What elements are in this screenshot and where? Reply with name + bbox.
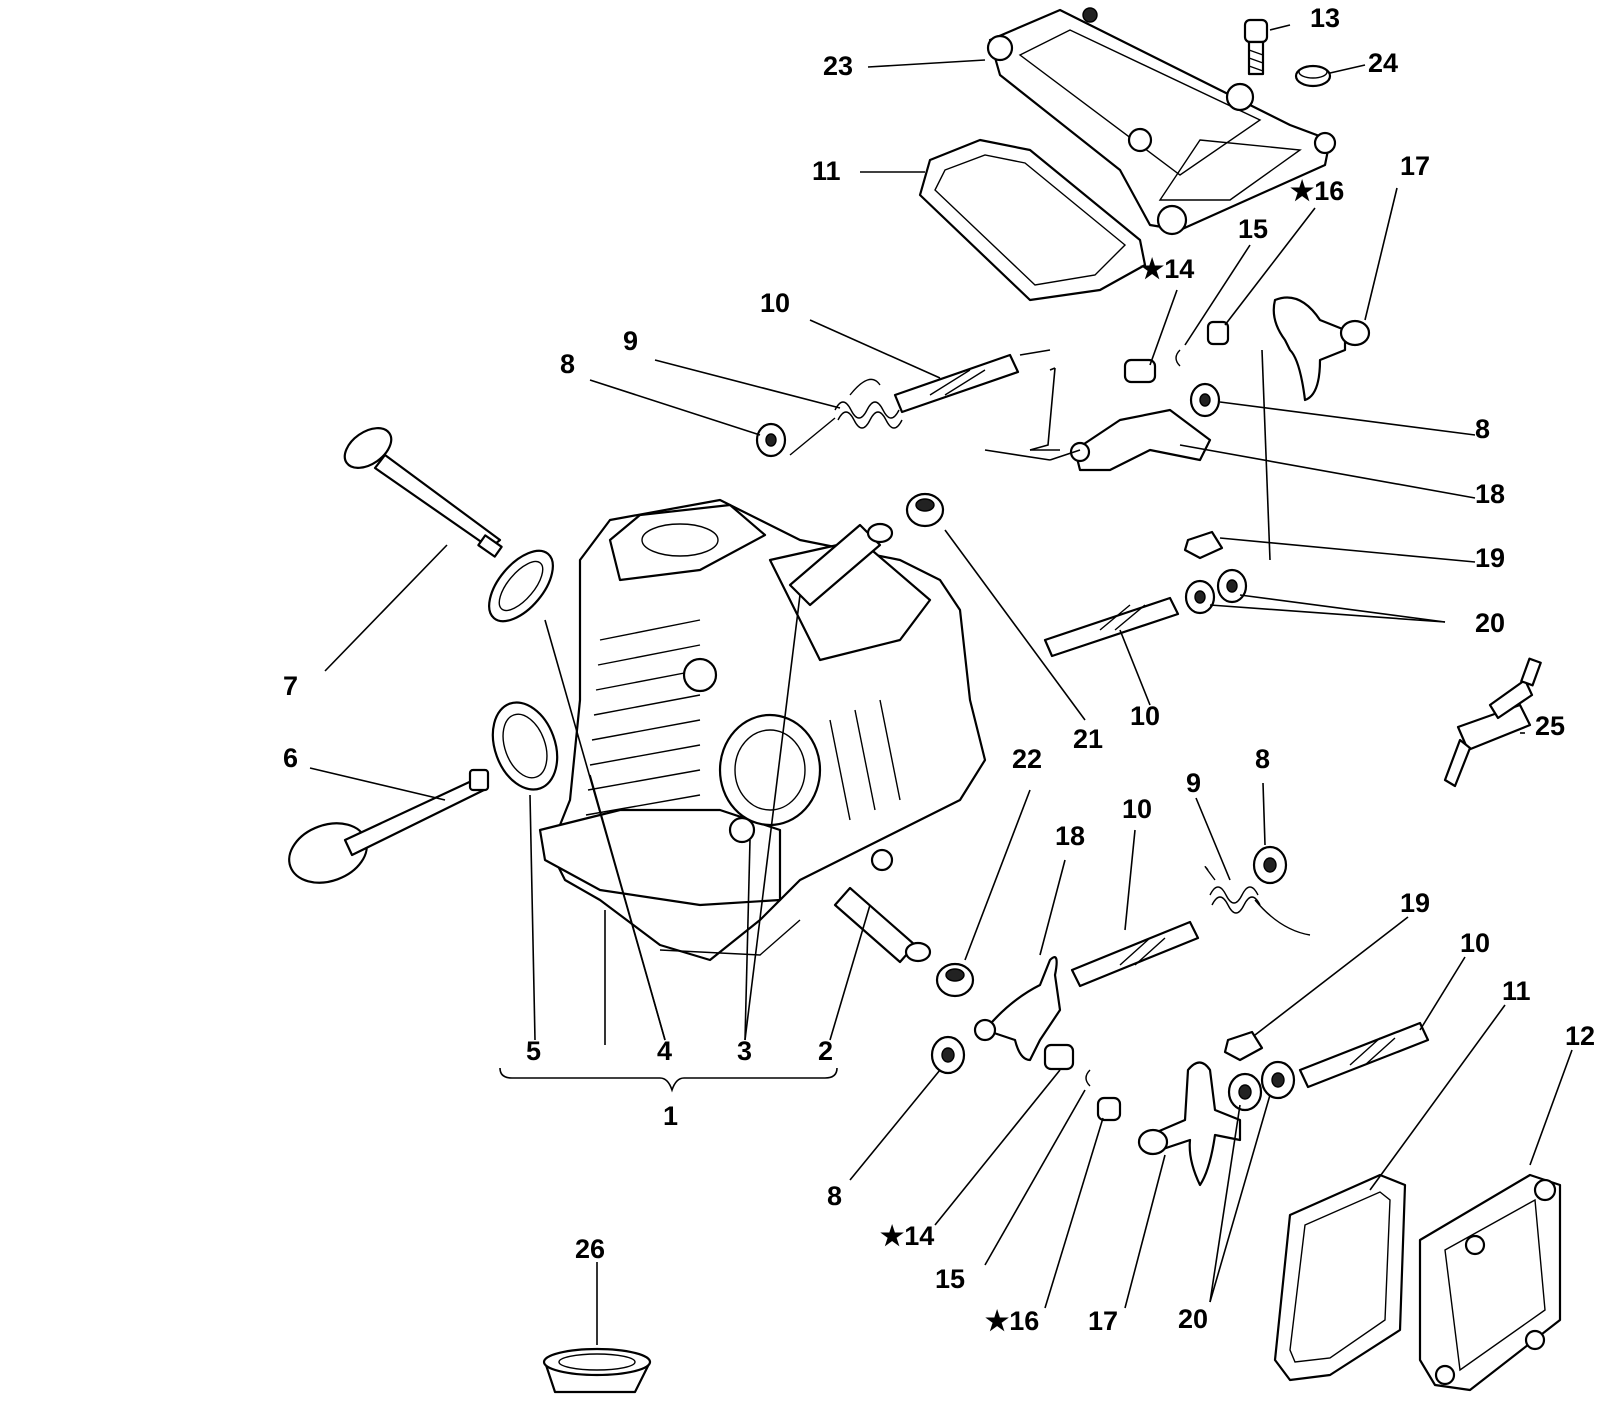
callout-1: 1 <box>663 1101 678 1131</box>
callout-5: 5 <box>526 1036 541 1066</box>
pin-16-upper <box>1206 320 1230 346</box>
valve-cover-top <box>986 7 1337 236</box>
callout-9-upper: 9 <box>623 326 638 356</box>
callout-8-lower-left: 8 <box>827 1181 842 1211</box>
cap-21 <box>905 492 945 528</box>
cap-22 <box>935 962 975 998</box>
callout-18-upper: 18 <box>1475 479 1505 509</box>
valve-lower <box>288 768 490 884</box>
callout-23: 23 <box>823 51 853 81</box>
callout-4: 4 <box>657 1036 672 1066</box>
bushing-14-upper <box>1123 358 1157 384</box>
seal-ring-4 <box>488 549 554 623</box>
callout-25: 25 <box>1535 711 1565 741</box>
callout-20-bottom: 20 <box>1178 1304 1208 1334</box>
valve-upper <box>343 427 503 558</box>
callout-8-upper-right: 8 <box>1475 414 1490 444</box>
callout-24: 24 <box>1368 48 1398 78</box>
callout-17-bottom: 17 <box>1088 1306 1118 1336</box>
valve-guide-upper <box>788 522 894 607</box>
rocker-17-upper <box>1272 296 1371 402</box>
callout-17-top: 17 <box>1400 151 1430 181</box>
bolt <box>1243 18 1269 76</box>
callout-12: 12 <box>1565 1021 1595 1051</box>
washer-8-lower-left <box>930 1035 966 1075</box>
callout-26: 26 <box>575 1234 605 1264</box>
shaft-10-upper-b <box>1043 596 1180 658</box>
callout-labels: 23 13 24 11 17 ★16 15 ★14 10 9 8 8 18 19… <box>283 3 1595 1336</box>
callout-10-lower-a: 10 <box>1122 794 1152 824</box>
callout-10-lower-b: 10 <box>1460 928 1490 958</box>
spark-plug <box>1443 657 1542 788</box>
pin-16-lower <box>1096 1096 1122 1122</box>
spring-9-lower <box>1204 866 1311 936</box>
callout-11-bottom: 11 <box>1502 976 1531 1006</box>
callout-22: 22 <box>1012 744 1042 774</box>
gasket-bottom <box>1273 1173 1407 1382</box>
rocker-18-upper <box>1069 408 1212 472</box>
callout-15-top: 15 <box>1238 214 1268 244</box>
callout-14-top: ★14 <box>1140 254 1194 284</box>
washer-8-upper-right <box>1189 382 1221 418</box>
clip-15-upper <box>1175 349 1181 367</box>
callout-6: 6 <box>283 743 298 773</box>
callout-19-lower: 19 <box>1400 888 1430 918</box>
callout-8-lower-right: 8 <box>1255 744 1270 774</box>
callout-2: 2 <box>818 1036 833 1066</box>
callout-14-bottom: ★14 <box>880 1221 934 1251</box>
washers-20-lower <box>1227 1060 1296 1112</box>
cylinder-head <box>538 498 987 962</box>
leader-lines <box>309 24 1573 1345</box>
seal-ring-5 <box>491 701 559 791</box>
clip-15-lower <box>1085 1069 1091 1087</box>
spring-9-upper <box>789 378 903 456</box>
shaft-10-upper-a <box>893 353 1020 414</box>
callout-19-upper: 19 <box>1475 543 1505 573</box>
valve-guide-lower <box>833 886 932 964</box>
callout-15-bottom: 15 <box>935 1264 965 1294</box>
cup <box>542 1347 652 1394</box>
callout-16-top: ★16 <box>1290 176 1344 206</box>
callout-8-upper-left: 8 <box>560 349 575 379</box>
callout-13: 13 <box>1310 3 1340 33</box>
shaft-10-lower-a <box>1070 920 1200 988</box>
washer-8-upper-left <box>755 422 787 458</box>
rocker-18-lower <box>973 956 1062 1062</box>
callout-21: 21 <box>1073 724 1103 754</box>
washers-20-upper <box>1184 568 1248 615</box>
callout-10-upper-b: 10 <box>1130 701 1160 731</box>
shaft-10-lower-b <box>1298 1021 1430 1089</box>
nut-19-lower <box>1223 1030 1264 1062</box>
nut-19-upper <box>1183 530 1224 560</box>
callout-7: 7 <box>283 671 298 701</box>
callout-16-bottom: ★16 <box>985 1306 1039 1336</box>
washer-8-lower-right <box>1252 845 1288 885</box>
cap <box>1294 64 1332 88</box>
callout-20-upper: 20 <box>1475 608 1505 638</box>
side-cover <box>1418 1173 1562 1392</box>
callout-10-upper-a: 10 <box>760 288 790 318</box>
callout-11-top: 11 <box>812 156 841 186</box>
callout-9-lower: 9 <box>1186 768 1201 798</box>
gasket-top <box>918 138 1147 302</box>
callout-18-lower: 18 <box>1055 821 1085 851</box>
callout-3: 3 <box>737 1036 752 1066</box>
bushing-14-lower <box>1043 1043 1075 1071</box>
rocker-17-lower <box>1137 1061 1242 1187</box>
